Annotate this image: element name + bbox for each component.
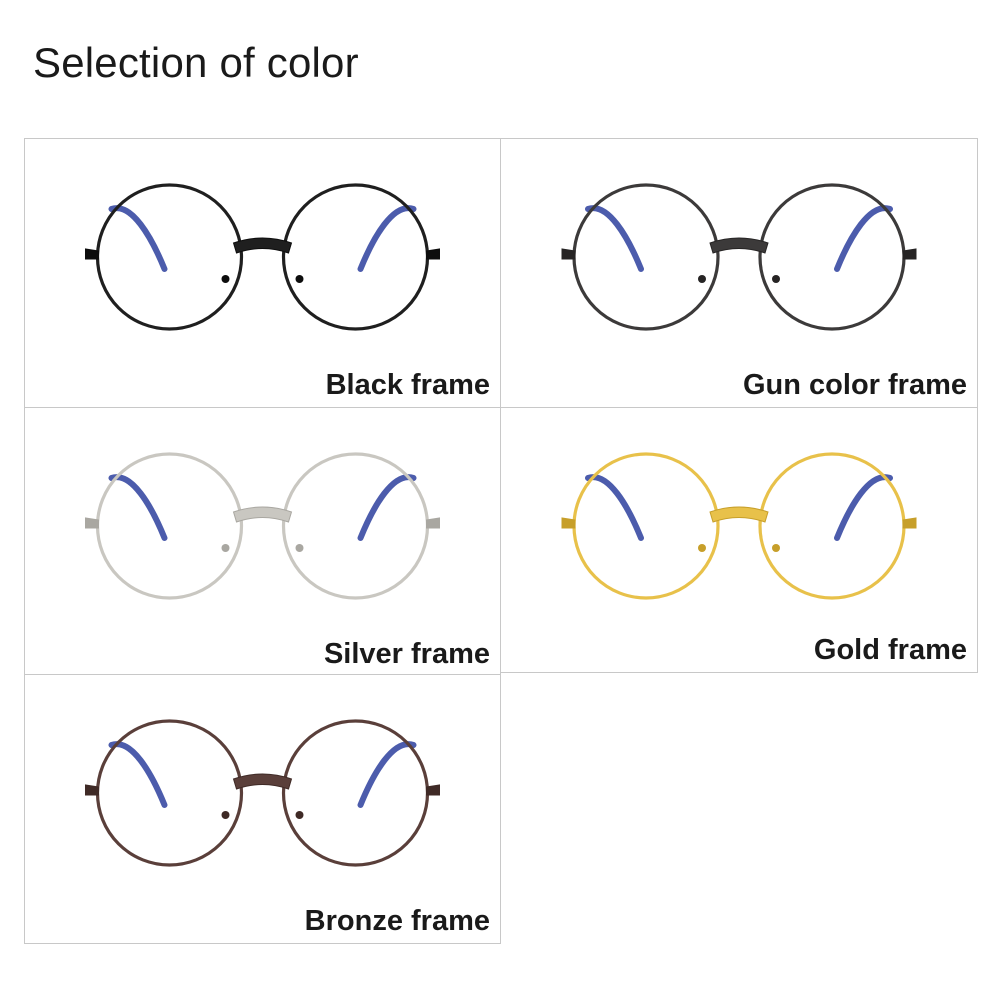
right-lens-rim (281, 183, 430, 331)
bridge (709, 506, 769, 523)
left-nose-pad (221, 544, 230, 552)
left-lens-rim (95, 183, 244, 331)
glasses-icon (85, 183, 440, 331)
right-nose-pad (772, 544, 780, 552)
right-lens-rim (758, 452, 906, 600)
left-hinge (561, 517, 576, 529)
right-lens-rim (758, 183, 906, 331)
right-temple-arm (357, 474, 417, 541)
frame-option-label: Silver frame (323, 638, 490, 670)
right-temple-arm (357, 205, 417, 272)
frame-option-bronze[interactable]: Bronze frame (24, 674, 501, 944)
left-temple-arm (108, 205, 168, 272)
glasses-icon (85, 719, 440, 867)
glasses-icon (561, 452, 917, 600)
right-hinge (426, 784, 440, 796)
right-lens-rim (281, 719, 430, 867)
bridge (232, 237, 293, 254)
left-temple-arm (585, 474, 644, 541)
left-hinge (85, 248, 99, 260)
left-lens-rim (95, 719, 244, 867)
left-hinge (85, 784, 99, 796)
glasses-icon (561, 183, 917, 331)
left-nose-pad (221, 811, 230, 819)
right-nose-pad (295, 275, 304, 283)
bridge (709, 237, 769, 254)
left-hinge (85, 517, 99, 529)
right-hinge (426, 517, 440, 529)
left-temple-arm (108, 474, 168, 541)
left-nose-pad (698, 544, 706, 552)
right-temple-arm (834, 205, 893, 272)
left-lens-rim (572, 183, 720, 331)
left-nose-pad (221, 275, 230, 283)
frame-option-gold[interactable]: Gold frame (500, 407, 978, 673)
right-nose-pad (295, 811, 304, 819)
right-lens-rim (281, 452, 430, 600)
right-hinge (426, 248, 440, 260)
frame-option-silver[interactable]: Silver frame (24, 407, 501, 675)
left-temple-arm (108, 741, 168, 808)
bridge (232, 506, 293, 523)
right-hinge (902, 248, 917, 260)
left-temple-arm (585, 205, 644, 272)
frame-option-label: Gun color frame (743, 369, 967, 401)
frame-option-gun-color[interactable]: Gun color frame (500, 138, 978, 408)
glasses-icon (85, 452, 440, 600)
right-temple-arm (834, 474, 893, 541)
right-nose-pad (772, 275, 780, 283)
frame-color-grid: Black frame Gun color frame Silver frame… (24, 138, 978, 944)
left-hinge (561, 248, 576, 260)
left-lens-rim (572, 452, 720, 600)
left-nose-pad (698, 275, 706, 283)
frame-option-label: Bronze frame (304, 905, 490, 937)
frame-option-label: Gold frame (813, 634, 967, 666)
frame-option-black[interactable]: Black frame (24, 138, 501, 408)
right-nose-pad (295, 544, 304, 552)
bridge (232, 773, 293, 790)
page-title: Selection of color (33, 39, 359, 86)
right-temple-arm (357, 741, 417, 808)
right-hinge (902, 517, 917, 529)
frame-option-label: Black frame (325, 369, 490, 401)
left-lens-rim (95, 452, 244, 600)
